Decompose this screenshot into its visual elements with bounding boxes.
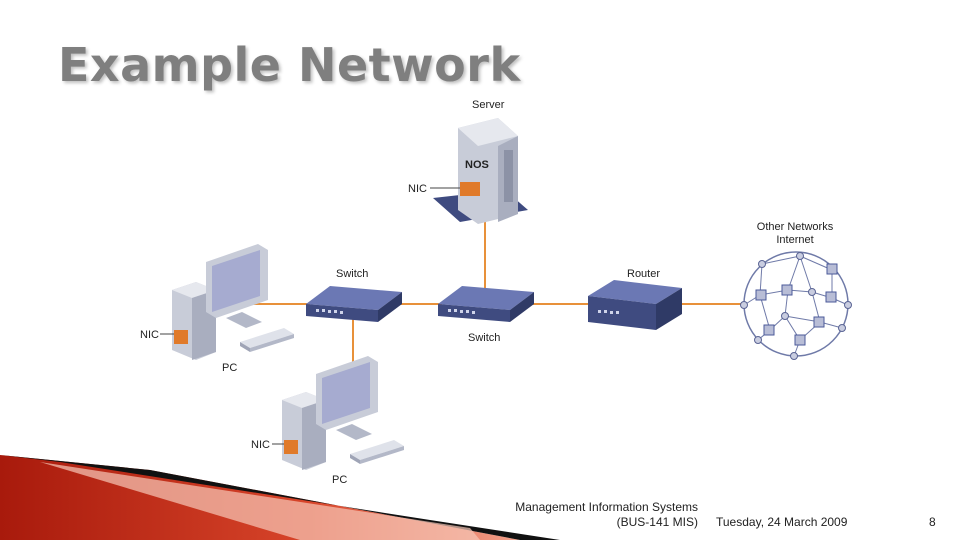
label-internet: Internet xyxy=(776,234,813,246)
label-pc1-nic: NIC xyxy=(140,329,159,341)
footer-course: Management Information Systems (BUS-141 … xyxy=(470,500,698,530)
label-server-nic: NIC xyxy=(408,183,427,195)
server-nic-card xyxy=(460,182,480,196)
label-pc1: PC xyxy=(222,362,237,374)
label-pc2: PC xyxy=(332,474,347,486)
label-pc2-nic: NIC xyxy=(251,439,270,451)
label-nos: NOS xyxy=(465,159,489,171)
pc2-nic-card xyxy=(284,440,298,454)
label-server: Server xyxy=(472,99,505,111)
footer-course-line2: (BUS-141 MIS) xyxy=(616,515,698,529)
label-switch-left: Switch xyxy=(336,268,368,280)
pc1-icon xyxy=(160,244,294,360)
switch-right-icon xyxy=(438,286,534,322)
pc1-nic-card xyxy=(174,330,188,344)
label-other-networks: Other Networks xyxy=(757,221,834,233)
switch-left-icon xyxy=(306,286,402,322)
footer-page-number: 8 xyxy=(929,515,936,529)
pc2-icon xyxy=(272,356,404,470)
router-icon xyxy=(588,280,682,330)
footer-course-line1: Management Information Systems xyxy=(515,500,698,514)
slide-title: Example Network xyxy=(58,38,521,92)
label-router: Router xyxy=(627,268,660,280)
server-icon xyxy=(430,118,528,224)
footer-date: Tuesday, 24 March 2009 xyxy=(716,515,848,529)
internet-globe-icon xyxy=(740,251,852,360)
label-switch-right: Switch xyxy=(468,332,500,344)
